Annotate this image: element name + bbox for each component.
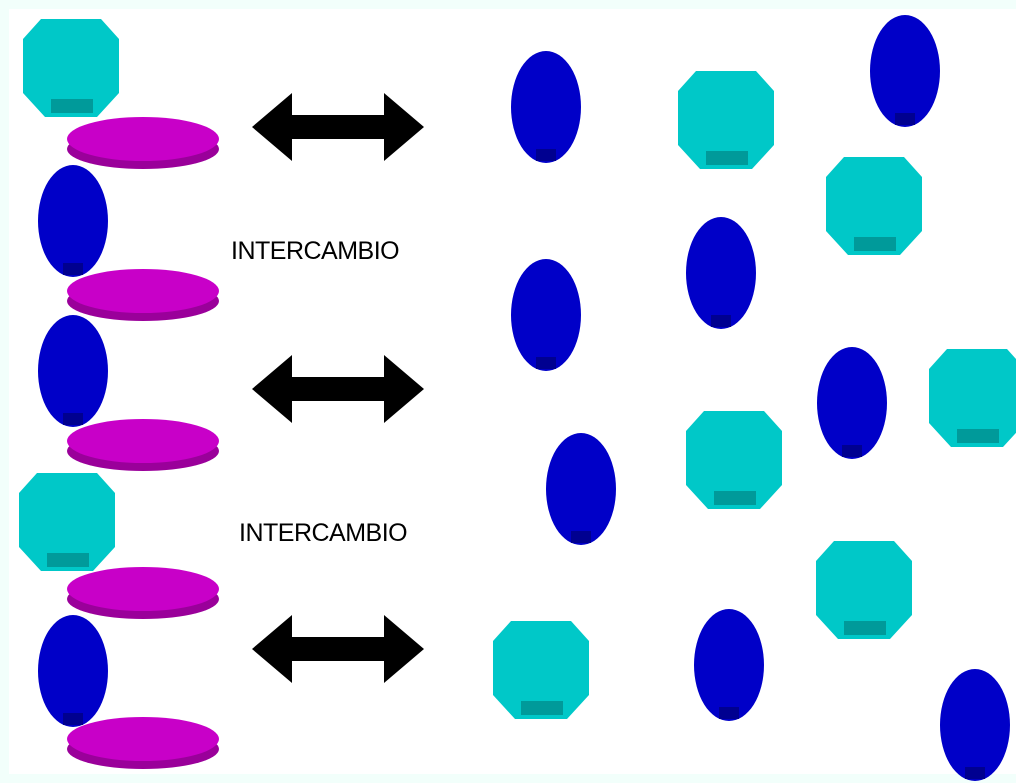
exchange-label-2: INTERCAMBIO — [239, 519, 407, 547]
free-blue-particle — [870, 15, 940, 127]
free-blue-particle — [940, 669, 1010, 781]
free-cyan-particle — [816, 541, 912, 639]
resin-disc — [67, 269, 219, 321]
free-cyan-particle — [826, 157, 922, 255]
free-cyan-particle — [686, 411, 782, 509]
bound-blue-particle — [38, 615, 108, 727]
free-cyan-particle — [493, 621, 589, 719]
free-blue-particle — [817, 347, 887, 459]
bound-cyan-particle — [19, 473, 115, 571]
free-cyan-particle — [929, 349, 1016, 447]
bound-blue-particle — [38, 165, 108, 277]
free-cyan-particle — [678, 71, 774, 169]
bound-cyan-particle — [23, 19, 119, 117]
free-blue-particle — [511, 51, 581, 163]
resin-disc — [67, 117, 219, 169]
free-blue-particle — [694, 609, 764, 721]
exchange-arrow — [252, 355, 424, 423]
exchange-arrow — [252, 93, 424, 161]
resin-disc — [67, 567, 219, 619]
bound-blue-particle — [38, 315, 108, 427]
exchange-arrow — [252, 615, 424, 683]
exchange-label-1: INTERCAMBIO — [231, 237, 399, 265]
free-blue-particle — [686, 217, 756, 329]
resin-disc — [67, 419, 219, 471]
ion-exchange-diagram: INTERCAMBIO INTERCAMBIO — [19, 15, 1016, 781]
exchange-arrows — [252, 93, 424, 683]
free-blue-particle — [511, 259, 581, 371]
resin-column — [19, 19, 219, 769]
free-particles — [493, 15, 1016, 781]
resin-disc — [67, 717, 219, 769]
free-blue-particle — [546, 433, 616, 545]
